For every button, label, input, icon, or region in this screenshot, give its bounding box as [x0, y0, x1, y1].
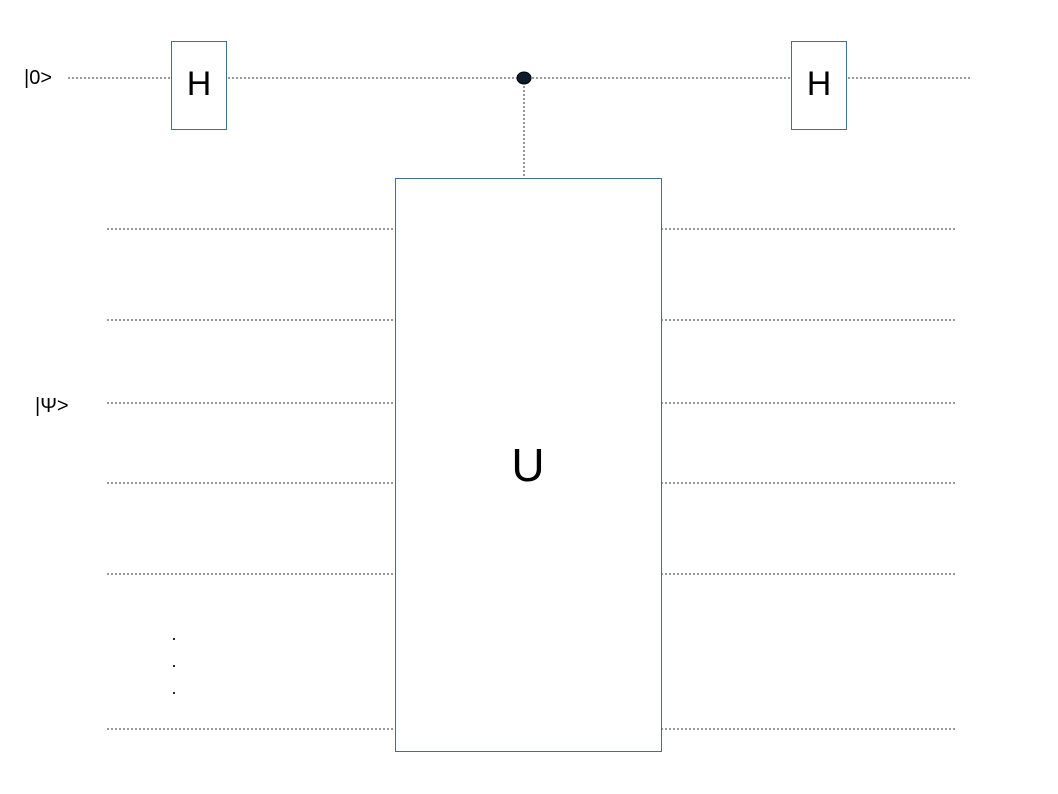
ellipsis-dot-2: ·	[171, 655, 177, 675]
control-dot	[516, 71, 532, 85]
register-state-label: |Ψ>	[35, 395, 69, 417]
ancilla-state-label: |0>	[24, 67, 52, 89]
hadamard-left-label: H	[187, 65, 212, 103]
hadamard-gate-right: H	[791, 41, 847, 130]
hadamard-gate-left: H	[171, 41, 227, 130]
unitary-gate: U	[395, 178, 662, 752]
unitary-label: U	[511, 439, 544, 491]
ellipsis-dot-1: ·	[171, 628, 177, 648]
ellipsis-dot-3: ·	[171, 682, 177, 702]
hadamard-right-label: H	[807, 65, 832, 103]
